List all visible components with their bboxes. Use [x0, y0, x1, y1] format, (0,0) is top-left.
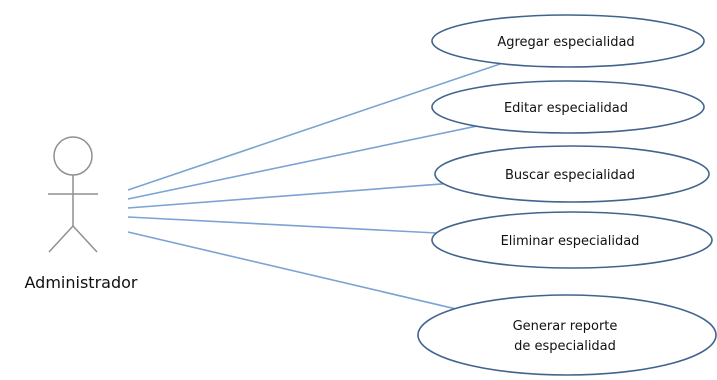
use-case-label: Agregar especialidad — [497, 35, 634, 50]
use-case-label: Buscar especialidad — [505, 168, 635, 183]
use-case-ellipse — [434, 145, 710, 203]
use-case-ellipse — [417, 294, 717, 376]
use-case-label: de especialidad — [514, 339, 616, 354]
use-case-ellipse — [431, 211, 713, 269]
use-case-eliminar-especialidad: Eliminar especialidad — [431, 211, 713, 269]
use-case-generar-reporte-de-especialidad: Generar reporte de especialidad — [417, 294, 717, 376]
association-generar-reporte-de-especialidad — [127, 231, 455, 310]
actor-left-leg — [48, 225, 74, 253]
association-eliminar-especialidad — [127, 216, 437, 234]
association-editar-especialidad — [127, 125, 477, 200]
use-case-ellipse — [431, 14, 705, 68]
use-case-label: Eliminar especialidad — [501, 234, 640, 249]
use-case-agregar-especialidad: Agregar especialidad — [431, 14, 705, 68]
use-case-label: Editar especialidad — [504, 101, 628, 116]
actor-label: Administrador — [25, 273, 138, 292]
use-case-label: Generar reporte — [513, 319, 618, 334]
actor-administrador: Administrador — [25, 136, 138, 292]
associations — [127, 62, 502, 310]
use-case-ellipse — [431, 80, 705, 134]
actor-head — [53, 136, 93, 176]
association-buscar-especialidad — [127, 183, 444, 209]
actor-right-leg — [72, 225, 98, 253]
association-agregar-especialidad — [127, 62, 502, 191]
use-case-buscar-especialidad: Buscar especialidad — [434, 145, 710, 203]
use-case-editar-especialidad: Editar especialidad — [431, 80, 705, 134]
